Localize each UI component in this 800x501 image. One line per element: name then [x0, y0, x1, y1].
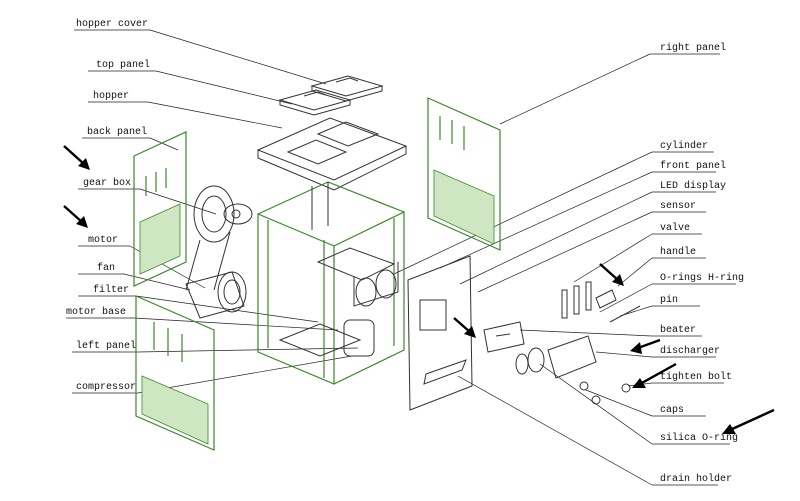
right-panel-part [427, 97, 501, 251]
arrow-tighten-bolt [632, 362, 677, 388]
label-hopper-cover: hopper cover [74, 18, 327, 85]
frame-part [257, 181, 405, 385]
arrow-gear-box [63, 145, 90, 170]
label-front-panel-text: front panel [660, 160, 726, 172]
label-o-rings: O-rings H-ring [599, 272, 744, 313]
label-led-display-text: LED display [660, 180, 726, 192]
label-gear-box-text: gear box [83, 177, 131, 189]
label-tighten-bolt-text: tighten bolt [660, 371, 732, 383]
label-pin: pin [619, 294, 700, 317]
label-caps-text: caps [660, 405, 684, 416]
arrow-sensor [453, 317, 476, 338]
beater-part [483, 321, 525, 353]
label-valve-text: valve [660, 222, 690, 234]
label-gear-box: gear box [78, 177, 217, 215]
label-filter-text: filter [93, 284, 129, 296]
label-hopper-text: hopper [93, 90, 129, 102]
label-top-panel-text: top panel [96, 59, 150, 71]
compressor-part [278, 319, 375, 357]
arrow-handle [599, 263, 624, 286]
label-caps: caps [585, 389, 706, 417]
label-drain-holder-text: drain holder [660, 473, 732, 485]
caps-part [579, 381, 631, 405]
back-panel-part [133, 131, 187, 287]
label-fan: fan [78, 262, 191, 291]
label-compressor-text: compressor [76, 382, 136, 393]
label-motor-text: motor [88, 235, 118, 246]
label-sensor: sensor [477, 201, 706, 293]
motor-part [185, 271, 247, 319]
label-beater: beater [519, 324, 702, 337]
label-pin-text: pin [660, 294, 678, 306]
arrow-silica-o-ring [722, 408, 775, 434]
arrow-motor [63, 205, 88, 228]
label-right-panel: right panel [499, 42, 726, 125]
valve-part [561, 281, 592, 319]
label-hopper-cover-text: hopper cover [76, 18, 148, 30]
label-handle: handle [617, 246, 706, 287]
handle-part [595, 289, 617, 309]
label-hopper: hopper [88, 90, 283, 129]
label-silica-o-ring-text: silica O-ring [660, 432, 738, 444]
label-tighten-bolt: tighten bolt [627, 371, 732, 387]
label-back-panel-text: back panel [87, 126, 147, 138]
label-drain-holder: drain holder [457, 375, 732, 486]
label-left-panel: left panel [72, 340, 359, 353]
label-valve: valve [573, 222, 702, 283]
arrow-discharger [630, 338, 661, 354]
label-discharger: discharger [595, 345, 720, 358]
label-cylinder-text: cylinder [660, 140, 708, 152]
label-back-panel: back panel [82, 126, 179, 151]
discharger-part [515, 335, 597, 379]
left-panel-part [135, 295, 215, 451]
pin-part [609, 305, 641, 323]
label-handle-text: handle [660, 246, 696, 258]
front-panel-part [407, 255, 473, 411]
label-filter: filter [78, 284, 319, 323]
label-o-rings-text: O-rings H-ring [660, 272, 744, 284]
label-cylinder: cylinder [393, 140, 714, 275]
label-sensor-text: sensor [660, 201, 696, 212]
label-top-panel: top panel [88, 59, 293, 105]
label-motor-base: motor base [66, 306, 339, 331]
label-compressor: compressor [72, 355, 353, 394]
label-discharger-text: discharger [660, 345, 720, 357]
label-front-panel: front panel [439, 160, 726, 269]
label-motor-base-text: motor base [66, 306, 126, 318]
label-led-display: LED display [459, 180, 726, 285]
label-fan-text: fan [97, 262, 115, 274]
hopper-cover-part [278, 75, 384, 116]
hopper-part [256, 117, 408, 191]
label-beater-text: beater [660, 324, 696, 336]
cylinder-part [316, 247, 399, 307]
gear-box-part [185, 185, 253, 291]
label-right-panel-text: right panel [660, 42, 726, 54]
label-left-panel-text: left panel [76, 340, 136, 352]
